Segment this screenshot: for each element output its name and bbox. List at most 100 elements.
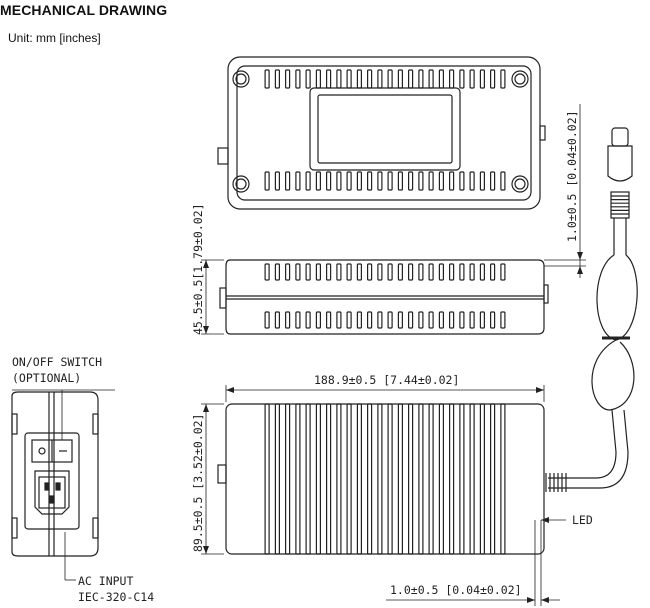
fin <box>418 403 424 555</box>
switch-callout-line2: (OPTIONAL) <box>12 371 81 385</box>
fin <box>469 69 475 89</box>
fin <box>285 171 291 191</box>
fin <box>479 263 485 281</box>
top-view <box>217 56 546 210</box>
fin <box>315 171 321 191</box>
fin <box>377 69 383 89</box>
fin <box>346 263 352 281</box>
height-dimension: 45.5±0.5[1.79±0.02] <box>191 203 205 335</box>
fin <box>459 311 465 329</box>
fin <box>408 171 414 191</box>
fin <box>479 311 485 329</box>
bottom-fins <box>264 403 506 555</box>
fin <box>438 263 444 281</box>
fin <box>397 171 403 191</box>
fin <box>326 171 332 191</box>
side-view <box>219 259 549 335</box>
fin <box>397 69 403 89</box>
dimension-arrows <box>203 252 583 603</box>
fin <box>438 311 444 329</box>
dc-cable <box>548 127 638 489</box>
fin <box>315 263 321 281</box>
fin <box>315 403 321 555</box>
fin <box>459 69 465 89</box>
fin <box>346 403 352 555</box>
end-view <box>11 389 115 581</box>
fin <box>326 69 332 89</box>
fin <box>377 171 383 191</box>
ac-input-callout-line2: IEC-320-C14 <box>78 590 154 604</box>
fin <box>500 311 506 329</box>
fin <box>367 171 373 191</box>
fin <box>264 403 270 555</box>
connector-grip <box>611 195 629 215</box>
fin <box>387 171 393 191</box>
fin <box>285 311 291 329</box>
fin <box>500 69 506 89</box>
fin <box>438 69 444 89</box>
fin <box>469 171 475 191</box>
cable-offset-top: 1.0±0.5 [0.04±0.02] <box>565 110 579 242</box>
fin <box>326 311 332 329</box>
fin <box>459 403 465 555</box>
fin <box>428 171 434 191</box>
fin <box>397 263 403 281</box>
fin <box>408 311 414 329</box>
fin <box>449 311 455 329</box>
led-callout: LED <box>572 513 593 527</box>
fin <box>490 263 496 281</box>
fin <box>356 263 362 281</box>
top-fins-lower <box>264 171 506 191</box>
fin <box>377 403 383 555</box>
fin <box>274 171 280 191</box>
fin <box>264 263 270 281</box>
fin <box>264 171 270 191</box>
fin <box>469 403 475 555</box>
dimension-lines <box>201 104 586 606</box>
fin <box>285 263 291 281</box>
fin <box>367 403 373 555</box>
fin <box>459 171 465 191</box>
fin <box>305 311 311 329</box>
fin <box>500 263 506 281</box>
fin <box>490 69 496 89</box>
fin <box>438 403 444 555</box>
fin <box>490 311 496 329</box>
fin <box>274 311 280 329</box>
fin <box>438 171 444 191</box>
bottom-view <box>217 403 545 555</box>
fin <box>449 263 455 281</box>
fin <box>469 311 475 329</box>
fin <box>295 171 301 191</box>
fin <box>500 403 506 555</box>
fin <box>408 403 414 555</box>
fin <box>449 403 455 555</box>
fin <box>490 171 496 191</box>
fin <box>274 403 280 555</box>
switch-callout-line1: ON/OFF SWITCH <box>12 355 102 369</box>
fin <box>346 69 352 89</box>
fin <box>428 403 434 555</box>
fin <box>305 69 311 89</box>
fin <box>428 263 434 281</box>
unit-note: Unit: mm [inches] <box>8 31 101 45</box>
fin <box>479 69 485 89</box>
side-fins-upper <box>264 263 506 281</box>
fin <box>408 263 414 281</box>
fin <box>336 171 342 191</box>
fin <box>356 403 362 555</box>
fin <box>346 311 352 329</box>
side-fins-lower <box>264 311 506 329</box>
fin <box>418 263 424 281</box>
cable-offset-bottom: 1.0±0.5 [0.04±0.02] <box>390 583 522 597</box>
fin <box>418 69 424 89</box>
fin <box>336 263 342 281</box>
fin <box>428 311 434 329</box>
fin <box>305 403 311 555</box>
fin <box>336 311 342 329</box>
iec-inlet <box>34 470 70 515</box>
fin <box>326 263 332 281</box>
fin <box>274 263 280 281</box>
fin <box>295 311 301 329</box>
